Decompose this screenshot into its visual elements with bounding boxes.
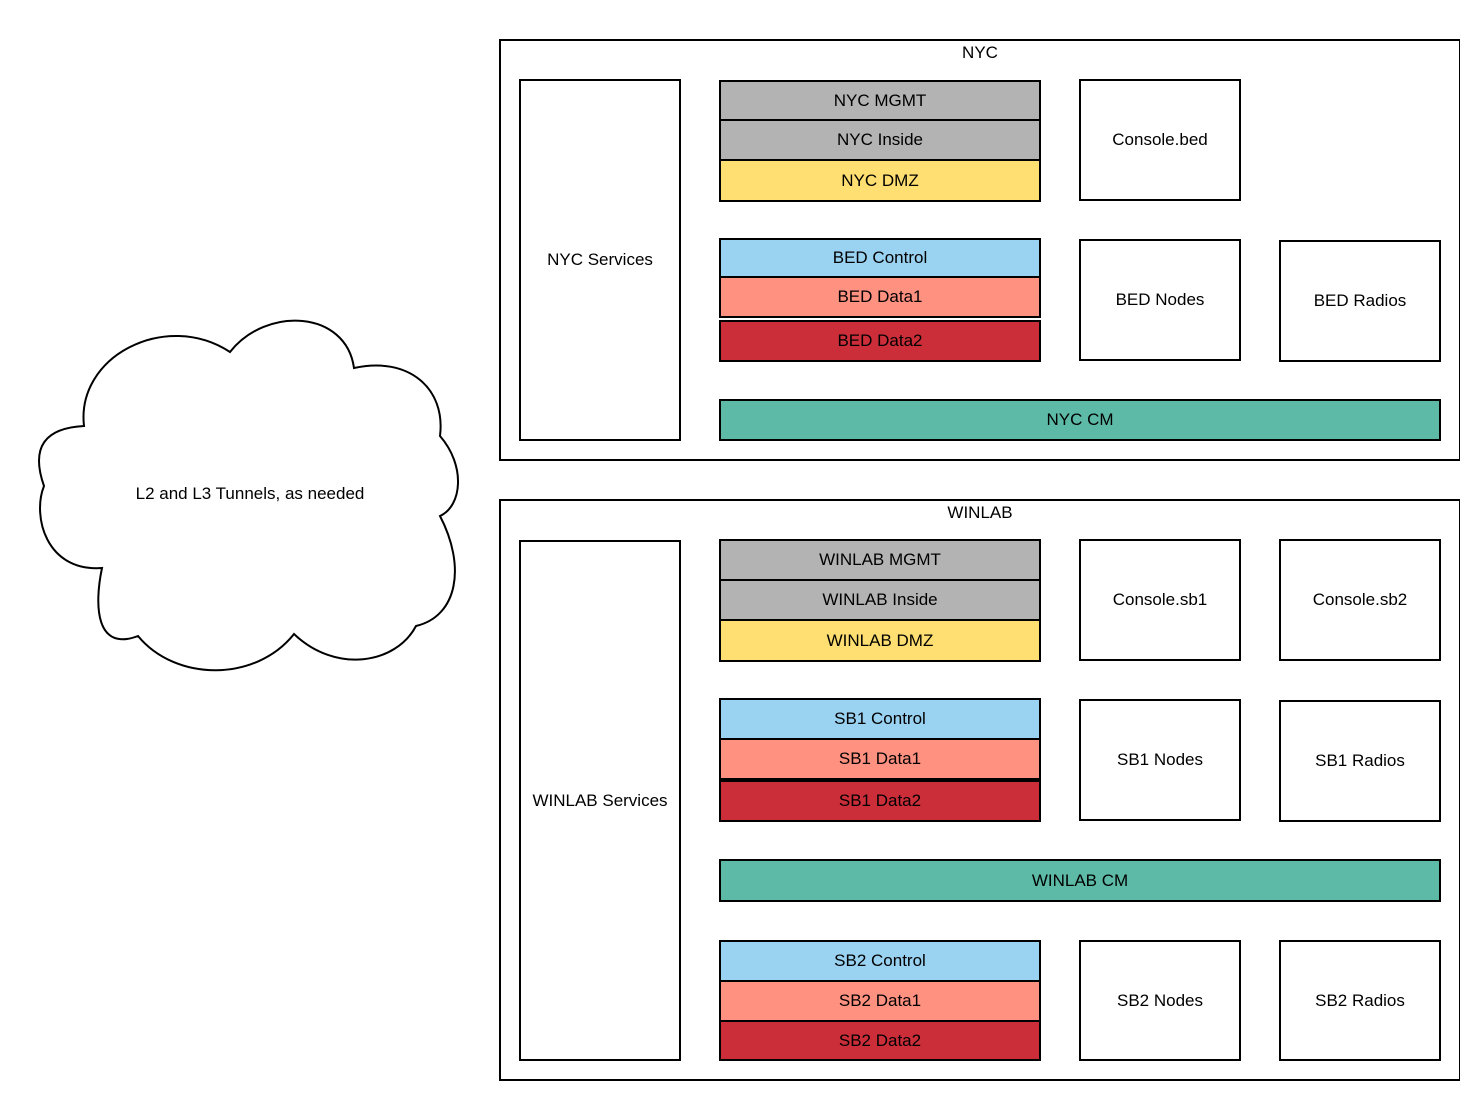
cloud-label: L2 and L3 Tunnels, as needed: [135, 484, 365, 503]
nyc-services-box: NYC Services: [519, 79, 681, 441]
nyc-title: NYC: [962, 43, 998, 62]
sb1-radios-box: SB1 Radios: [1279, 700, 1441, 822]
bed-data1-band: BED Data1: [719, 276, 1041, 318]
nyc-dmz-band: NYC DMZ: [719, 159, 1041, 202]
console-sb1-box: Console.sb1: [1079, 539, 1241, 661]
sb1-nodes-box: SB1 Nodes: [1079, 699, 1241, 821]
bed-data2-band: BED Data2: [719, 320, 1041, 362]
sb2-data2-band: SB2 Data2: [719, 1020, 1041, 1061]
nyc-inside-band: NYC Inside: [719, 119, 1041, 161]
console-bed-box: Console.bed: [1079, 79, 1241, 201]
winlab-title: WINLAB: [947, 503, 1013, 522]
winlab-services-box: WINLAB Services: [519, 540, 681, 1061]
sb2-nodes-box: SB2 Nodes: [1079, 940, 1241, 1061]
winlab-mgmt-band: WINLAB MGMT: [719, 539, 1041, 581]
sb1-data2-band: SB1 Data2: [719, 780, 1041, 822]
sb2-data1-band: SB2 Data1: [719, 980, 1041, 1022]
sb1-data1-band: SB1 Data1: [719, 738, 1041, 780]
bed-nodes-box: BED Nodes: [1079, 239, 1241, 361]
winlab-cm-band: WINLAB CM: [719, 859, 1441, 902]
sb1-control-band: SB1 Control: [719, 698, 1041, 740]
sb2-radios-box: SB2 Radios: [1279, 940, 1441, 1061]
nyc-cm-band: NYC CM: [719, 399, 1441, 441]
console-sb2-box: Console.sb2: [1279, 539, 1441, 661]
winlab-dmz-band: WINLAB DMZ: [719, 619, 1041, 662]
bed-radios-box: BED Radios: [1279, 240, 1441, 362]
nyc-mgmt-band: NYC MGMT: [719, 80, 1041, 121]
sb2-control-band: SB2 Control: [719, 940, 1041, 982]
bed-control-band: BED Control: [719, 238, 1041, 278]
winlab-inside-band: WINLAB Inside: [719, 579, 1041, 621]
cloud-shape: [38, 319, 459, 672]
